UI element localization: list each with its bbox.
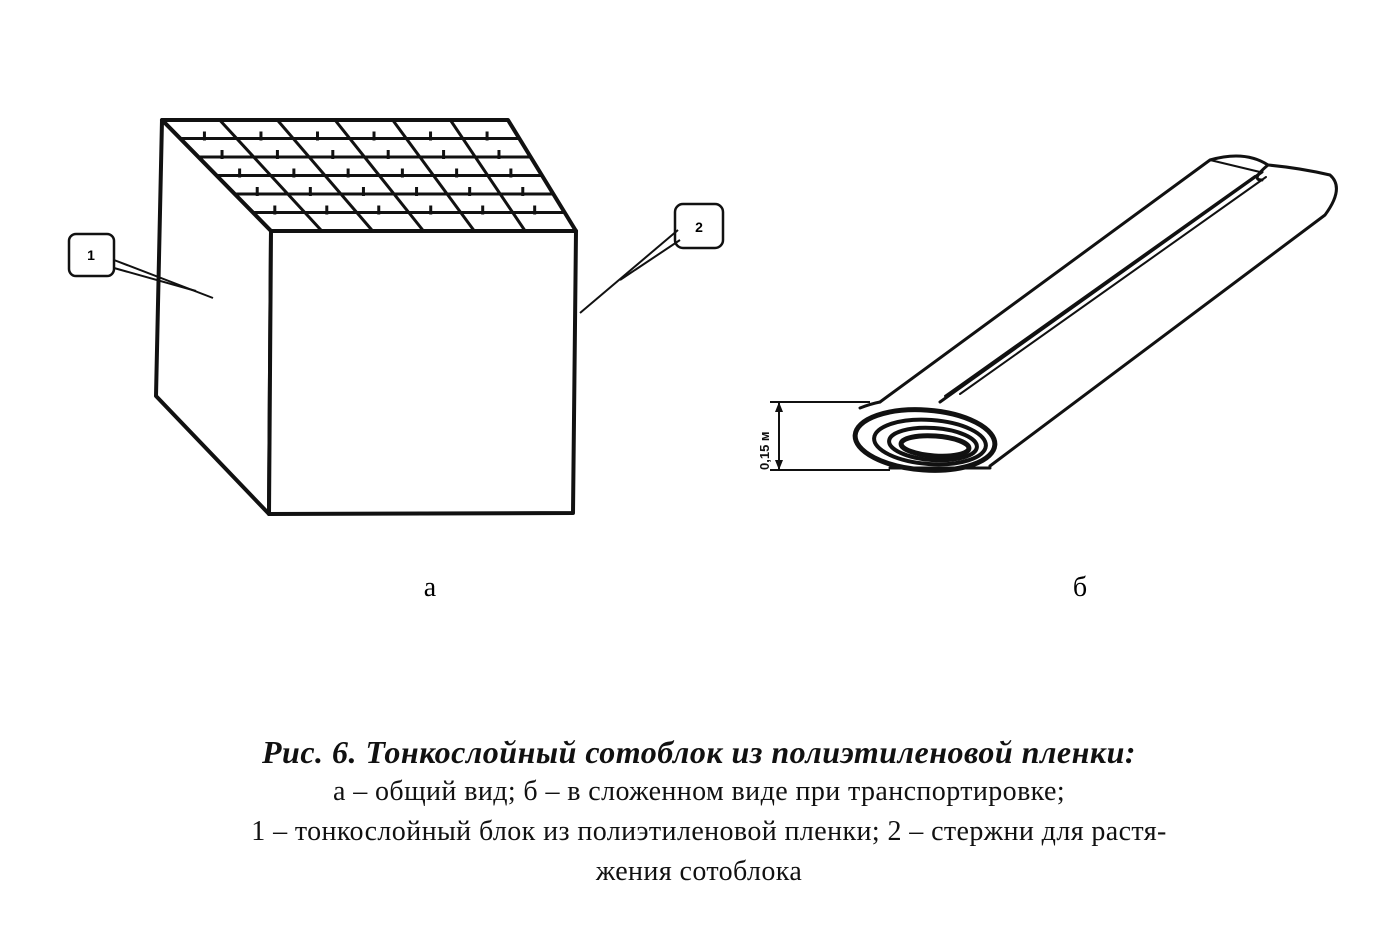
- honeycomb-cells: [180, 118, 565, 233]
- dimension-label: 0,15 м: [757, 431, 772, 470]
- caption-title: Рис. 6. Тонкослойный сотоблок из полиэти…: [261, 734, 1137, 770]
- callout-2-label: 2: [695, 219, 703, 235]
- callout-2: 2: [579, 202, 725, 314]
- caption-line-1: а – общий вид; б – в сложенном виде при …: [333, 776, 1065, 807]
- dimension-marker: 0,15 м: [757, 401, 890, 471]
- sub-label-b: б: [1073, 572, 1087, 603]
- caption-line-3: жения сотоблока: [595, 856, 803, 887]
- callout-1-label: 1: [87, 247, 95, 263]
- honeycomb-block: [154, 118, 578, 516]
- block-front-face: [267, 229, 578, 516]
- folded-block: [852, 154, 1338, 473]
- figure-drawing: 1 2 а 0,15 м б: [67, 118, 1338, 603]
- sub-label-a: а: [424, 572, 437, 603]
- caption-line-2: 1 – тонкослойный блок из полиэтиленовой …: [251, 816, 1167, 847]
- figure-caption: Рис. 6. Тонкослойный сотоблок из полиэти…: [0, 732, 1398, 892]
- callout-1: 1: [67, 232, 214, 299]
